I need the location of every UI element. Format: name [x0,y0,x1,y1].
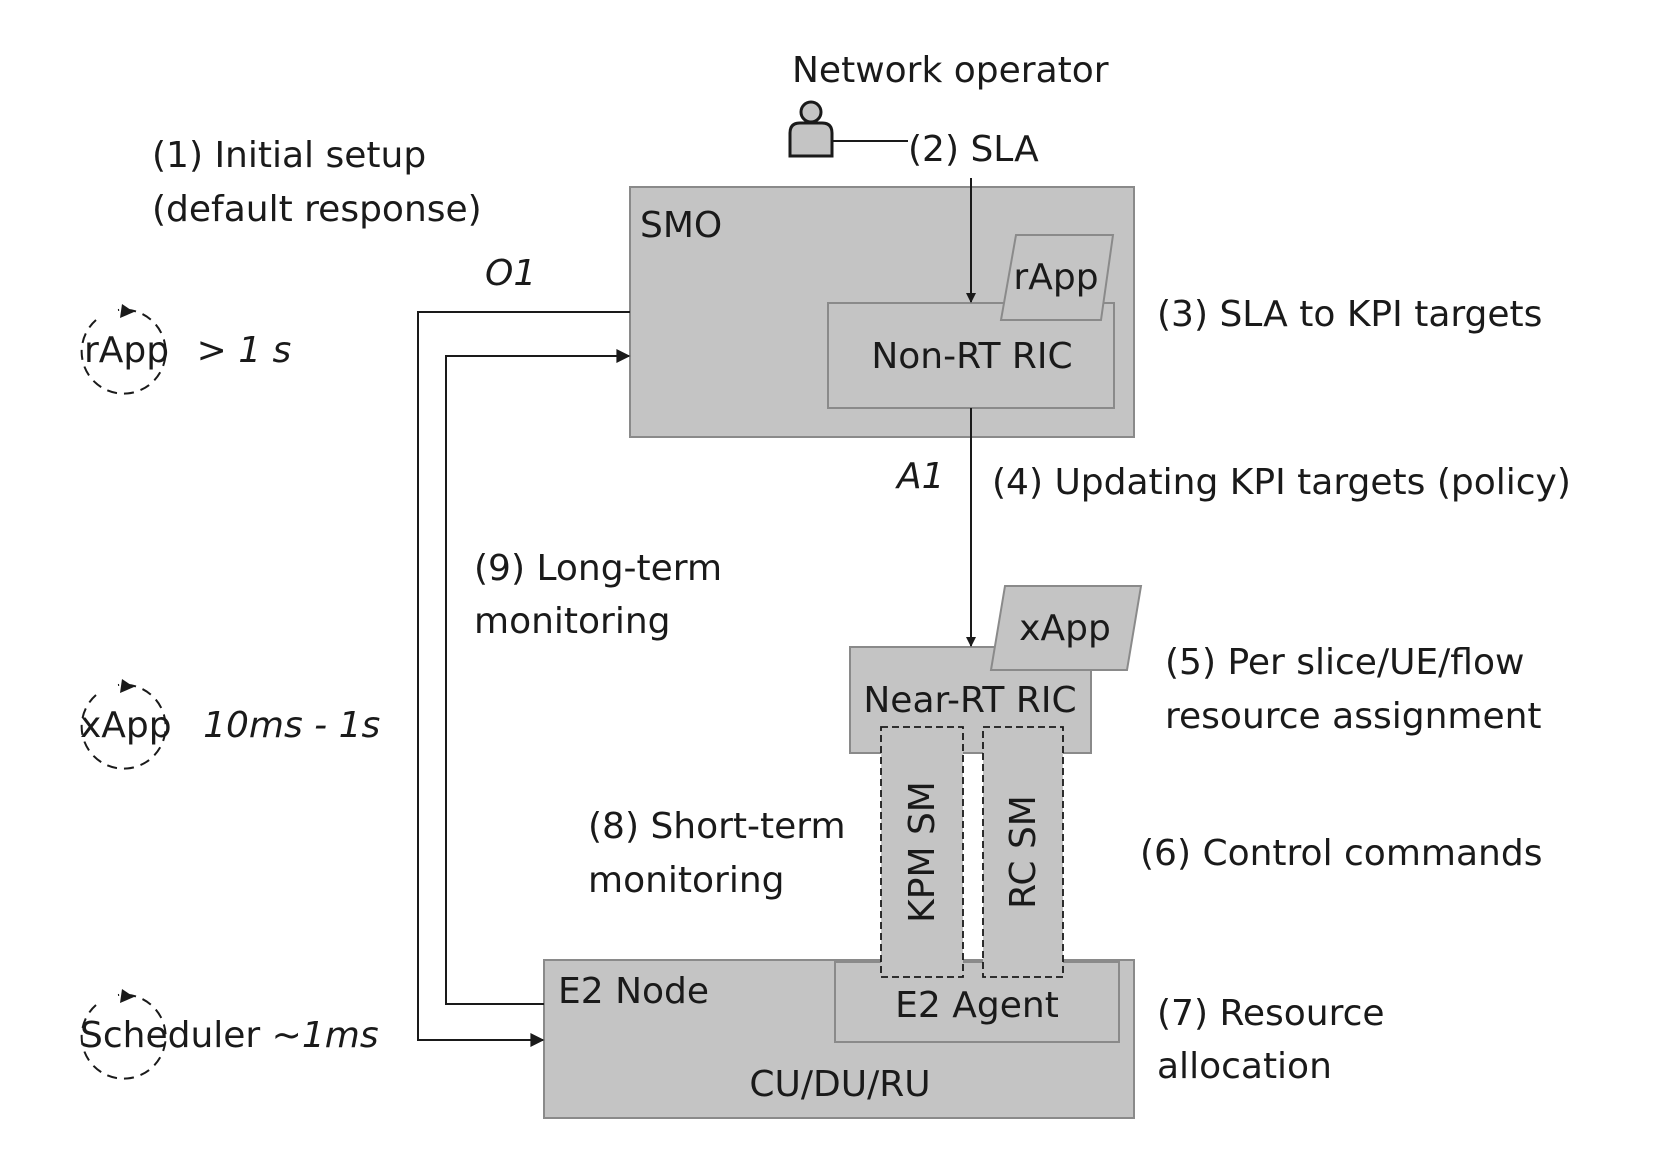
smo-label: SMO [640,205,722,246]
timescale-rapp: rApp > 1 s [84,330,291,371]
step-9-line-2: monitoring [474,601,671,642]
cu-du-ru-label: CU/DU/RU [749,1064,930,1105]
timescale-scheduler-value: 1ms [302,1015,379,1056]
step-2-label: (2) SLA [908,129,1039,170]
kpm-sm-label: KPM SM [902,781,943,923]
o1-interface-label: O1 [485,253,536,294]
step-9-line-1: (9) Long-term [474,548,722,589]
rc-sm-box [982,726,1064,978]
cycle-arrow-icon [80,679,167,770]
cycle-arrow-icon [80,304,167,395]
long-term-monitoring-arrow [445,349,631,1005]
timescale-xapp-name: xApp [80,705,172,746]
step-1-line-2: (default response) [152,189,482,230]
rapp-box [999,234,1115,321]
step-4-label: (4) Updating KPI targets (policy) [992,462,1571,503]
o1-config-arrow [417,311,630,1047]
step-5-line-1: (5) Per slice/UE/flow [1165,642,1524,683]
kpm-sm-box [880,726,964,978]
timescale-scheduler-name: Scheduler ~ [80,1015,302,1056]
step-1-line-1: (1) Initial setup [152,135,426,176]
step-5-line-2: resource assignment [1165,696,1542,737]
step-3-label: (3) SLA to KPI targets [1157,294,1542,335]
step-6-label: (6) Control commands [1140,833,1542,874]
near-rt-ric-label: Near-RT RIC [863,680,1076,721]
step-8-line-1: (8) Short-term [588,806,846,847]
non-rt-ric-label: Non-RT RIC [871,336,1072,377]
step-8-line-2: monitoring [588,860,785,901]
xapp-label: xApp [1019,608,1111,649]
xapp-box [989,585,1143,671]
rapp-label: rApp [1013,257,1098,298]
timescale-xapp-value: 10ms - 1s [203,705,380,746]
timescale-scheduler: Scheduler ~1ms [80,1015,379,1056]
timescale-rapp-name: rApp [84,330,169,371]
cycle-arrow-icon [80,989,167,1080]
timescale-xapp: xApp 10ms - 1s [80,705,380,746]
e2-node-label: E2 Node [558,971,709,1012]
e2-agent-label: E2 Agent [895,985,1059,1026]
a1-interface-label: A1 [895,456,945,497]
timescale-rapp-value: > 1 s [197,330,292,371]
step-7-line-2: allocation [1157,1046,1332,1087]
person-icon [788,100,834,158]
rc-sm-label: RC SM [1003,795,1044,909]
step-7-line-1: (7) Resource [1157,993,1385,1034]
operator-label: Network operator [792,50,1109,91]
